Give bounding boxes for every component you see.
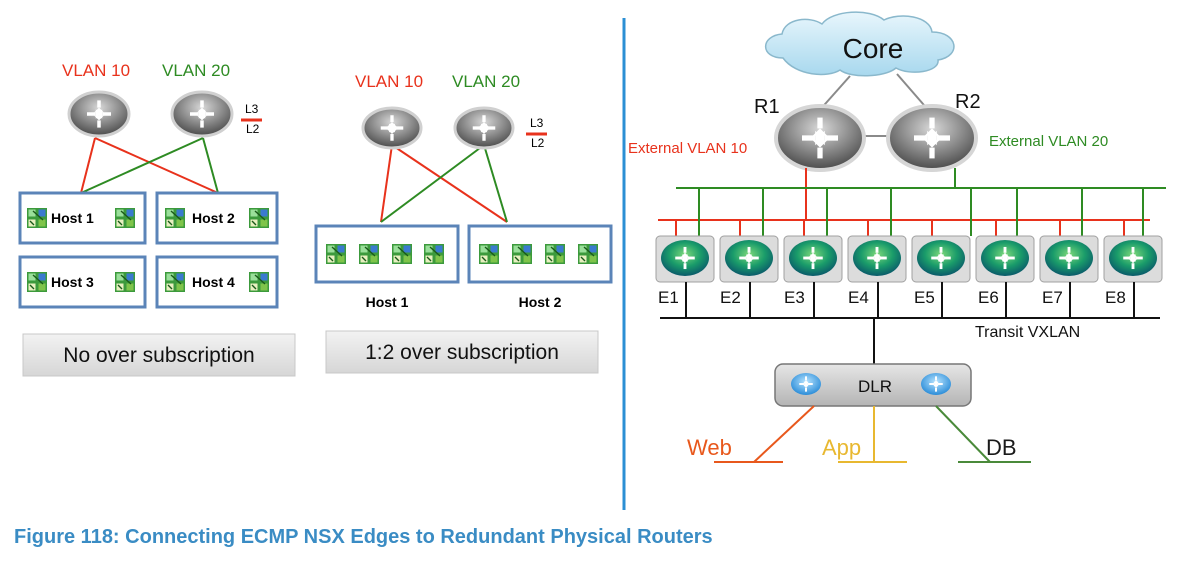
vm-icon <box>545 244 565 264</box>
middle-panel: VLAN 10 VLAN 20 L3 L2 <box>314 72 613 374</box>
left-vlan20-label: VLAN 20 <box>162 61 230 80</box>
figure-caption: Figure 118: Connecting ECMP NSX Edges to… <box>14 526 713 548</box>
middle-links <box>380 144 508 223</box>
middle-host2-label: Host 2 <box>519 294 562 310</box>
left-link-r1-h2 <box>94 137 219 194</box>
left-vlan10-label: VLAN 10 <box>62 61 130 80</box>
edge-e3: E3 <box>783 235 843 307</box>
left-router-vlan20 <box>170 90 234 138</box>
edge-drops <box>675 188 1144 236</box>
left-host-box-1: Host 1 <box>18 191 147 245</box>
host-label: Host 2 <box>192 210 235 226</box>
left-links <box>80 137 219 194</box>
edge-label: E6 <box>978 288 999 307</box>
edge-e8: E8 <box>1103 235 1163 307</box>
middle-link-r2-h1 <box>380 144 485 223</box>
vm-icon <box>359 244 379 264</box>
edge-e4: E4 <box>847 235 907 307</box>
router-r2 <box>886 104 978 172</box>
r2-label: R2 <box>955 91 981 113</box>
vm-icon <box>165 272 185 292</box>
middle-link-r1-h1 <box>380 144 393 223</box>
vm-icon <box>392 244 412 264</box>
middle-caption: 1:2 over subscription <box>365 341 559 364</box>
core-cloud: Core <box>765 11 955 77</box>
left-host-box-4: Host 4 <box>155 255 279 309</box>
vm-icon <box>27 272 47 292</box>
edge-label: E8 <box>1105 288 1126 307</box>
segment-web: Web <box>687 405 815 463</box>
edge-label: E5 <box>914 288 935 307</box>
middle-link-r1-h2 <box>391 144 508 223</box>
vm-icon <box>249 208 269 228</box>
host-label: Host 3 <box>51 274 94 290</box>
left-host-box-2: Host 2 <box>155 191 279 245</box>
host-label: Host 1 <box>51 210 94 226</box>
edge-label: E3 <box>784 288 805 307</box>
left-link-r2-h2 <box>202 137 219 194</box>
left-caption: No over subscription <box>63 344 254 367</box>
router-r1 <box>774 104 866 172</box>
vm-icon <box>479 244 499 264</box>
middle-link-r2-h2 <box>483 144 508 223</box>
edge-label: E4 <box>848 288 869 307</box>
vm-icon <box>326 244 346 264</box>
right-panel: Core R1 R2 External VLAN 10 External VLA… <box>628 11 1166 463</box>
vm-icon <box>165 208 185 228</box>
vm-icon <box>578 244 598 264</box>
dlr-box: DLR <box>774 363 972 407</box>
vm-icon <box>424 244 444 264</box>
segment-app: App <box>822 406 907 463</box>
r1-label: R1 <box>754 96 780 118</box>
middle-caption-box: 1:2 over subscription <box>325 330 599 374</box>
vm-icon <box>115 208 135 228</box>
edge-label: E1 <box>658 288 679 307</box>
left-link-r2-h1 <box>80 137 204 194</box>
left-host-box-3: Host 3 <box>18 255 147 309</box>
external-vlan20-label: External VLAN 20 <box>989 133 1108 150</box>
vm-icon <box>512 244 532 264</box>
middle-vlan20-label: VLAN 20 <box>452 72 520 91</box>
vm-icon <box>115 272 135 292</box>
edge-e6: E6 <box>975 235 1035 307</box>
middle-router-vlan10 <box>361 106 423 150</box>
edge-e1: E1 <box>655 235 715 307</box>
left-caption-box: No over subscription <box>22 333 296 377</box>
left-l2-label: L2 <box>246 122 260 136</box>
middle-l2-label: L2 <box>531 136 545 150</box>
middle-router-vlan20 <box>453 106 515 150</box>
middle-host-box-1 <box>314 224 460 284</box>
left-l3-label: L3 <box>245 102 259 116</box>
segment-db: DB <box>935 405 1031 463</box>
web-label: Web <box>687 435 732 460</box>
edge-label: E2 <box>720 288 741 307</box>
host-label: Host 4 <box>192 274 235 290</box>
core-label: Core <box>843 33 904 64</box>
vm-icon <box>249 272 269 292</box>
external-vlan10-label: External VLAN 10 <box>628 140 747 157</box>
edge-e2: E2 <box>719 235 779 307</box>
transit-drops <box>685 282 1135 318</box>
middle-host1-label: Host 1 <box>366 294 409 310</box>
app-label: App <box>822 435 861 460</box>
left-link-r1-h1 <box>80 137 96 194</box>
db-label: DB <box>986 435 1017 460</box>
left-panel: VLAN 10 VLAN 20 L3 L2 Host 1 <box>18 61 296 377</box>
dlr-label: DLR <box>858 377 892 396</box>
middle-l3-label: L3 <box>530 116 544 130</box>
transit-vxlan-label: Transit VXLAN <box>975 324 1080 341</box>
middle-vlan10-label: VLAN 10 <box>355 72 423 91</box>
vm-icon <box>27 208 47 228</box>
middle-host-box-2 <box>467 224 613 284</box>
edge-e5: E5 <box>911 235 971 307</box>
edge-label: E7 <box>1042 288 1063 307</box>
left-router-vlan10 <box>67 90 131 138</box>
